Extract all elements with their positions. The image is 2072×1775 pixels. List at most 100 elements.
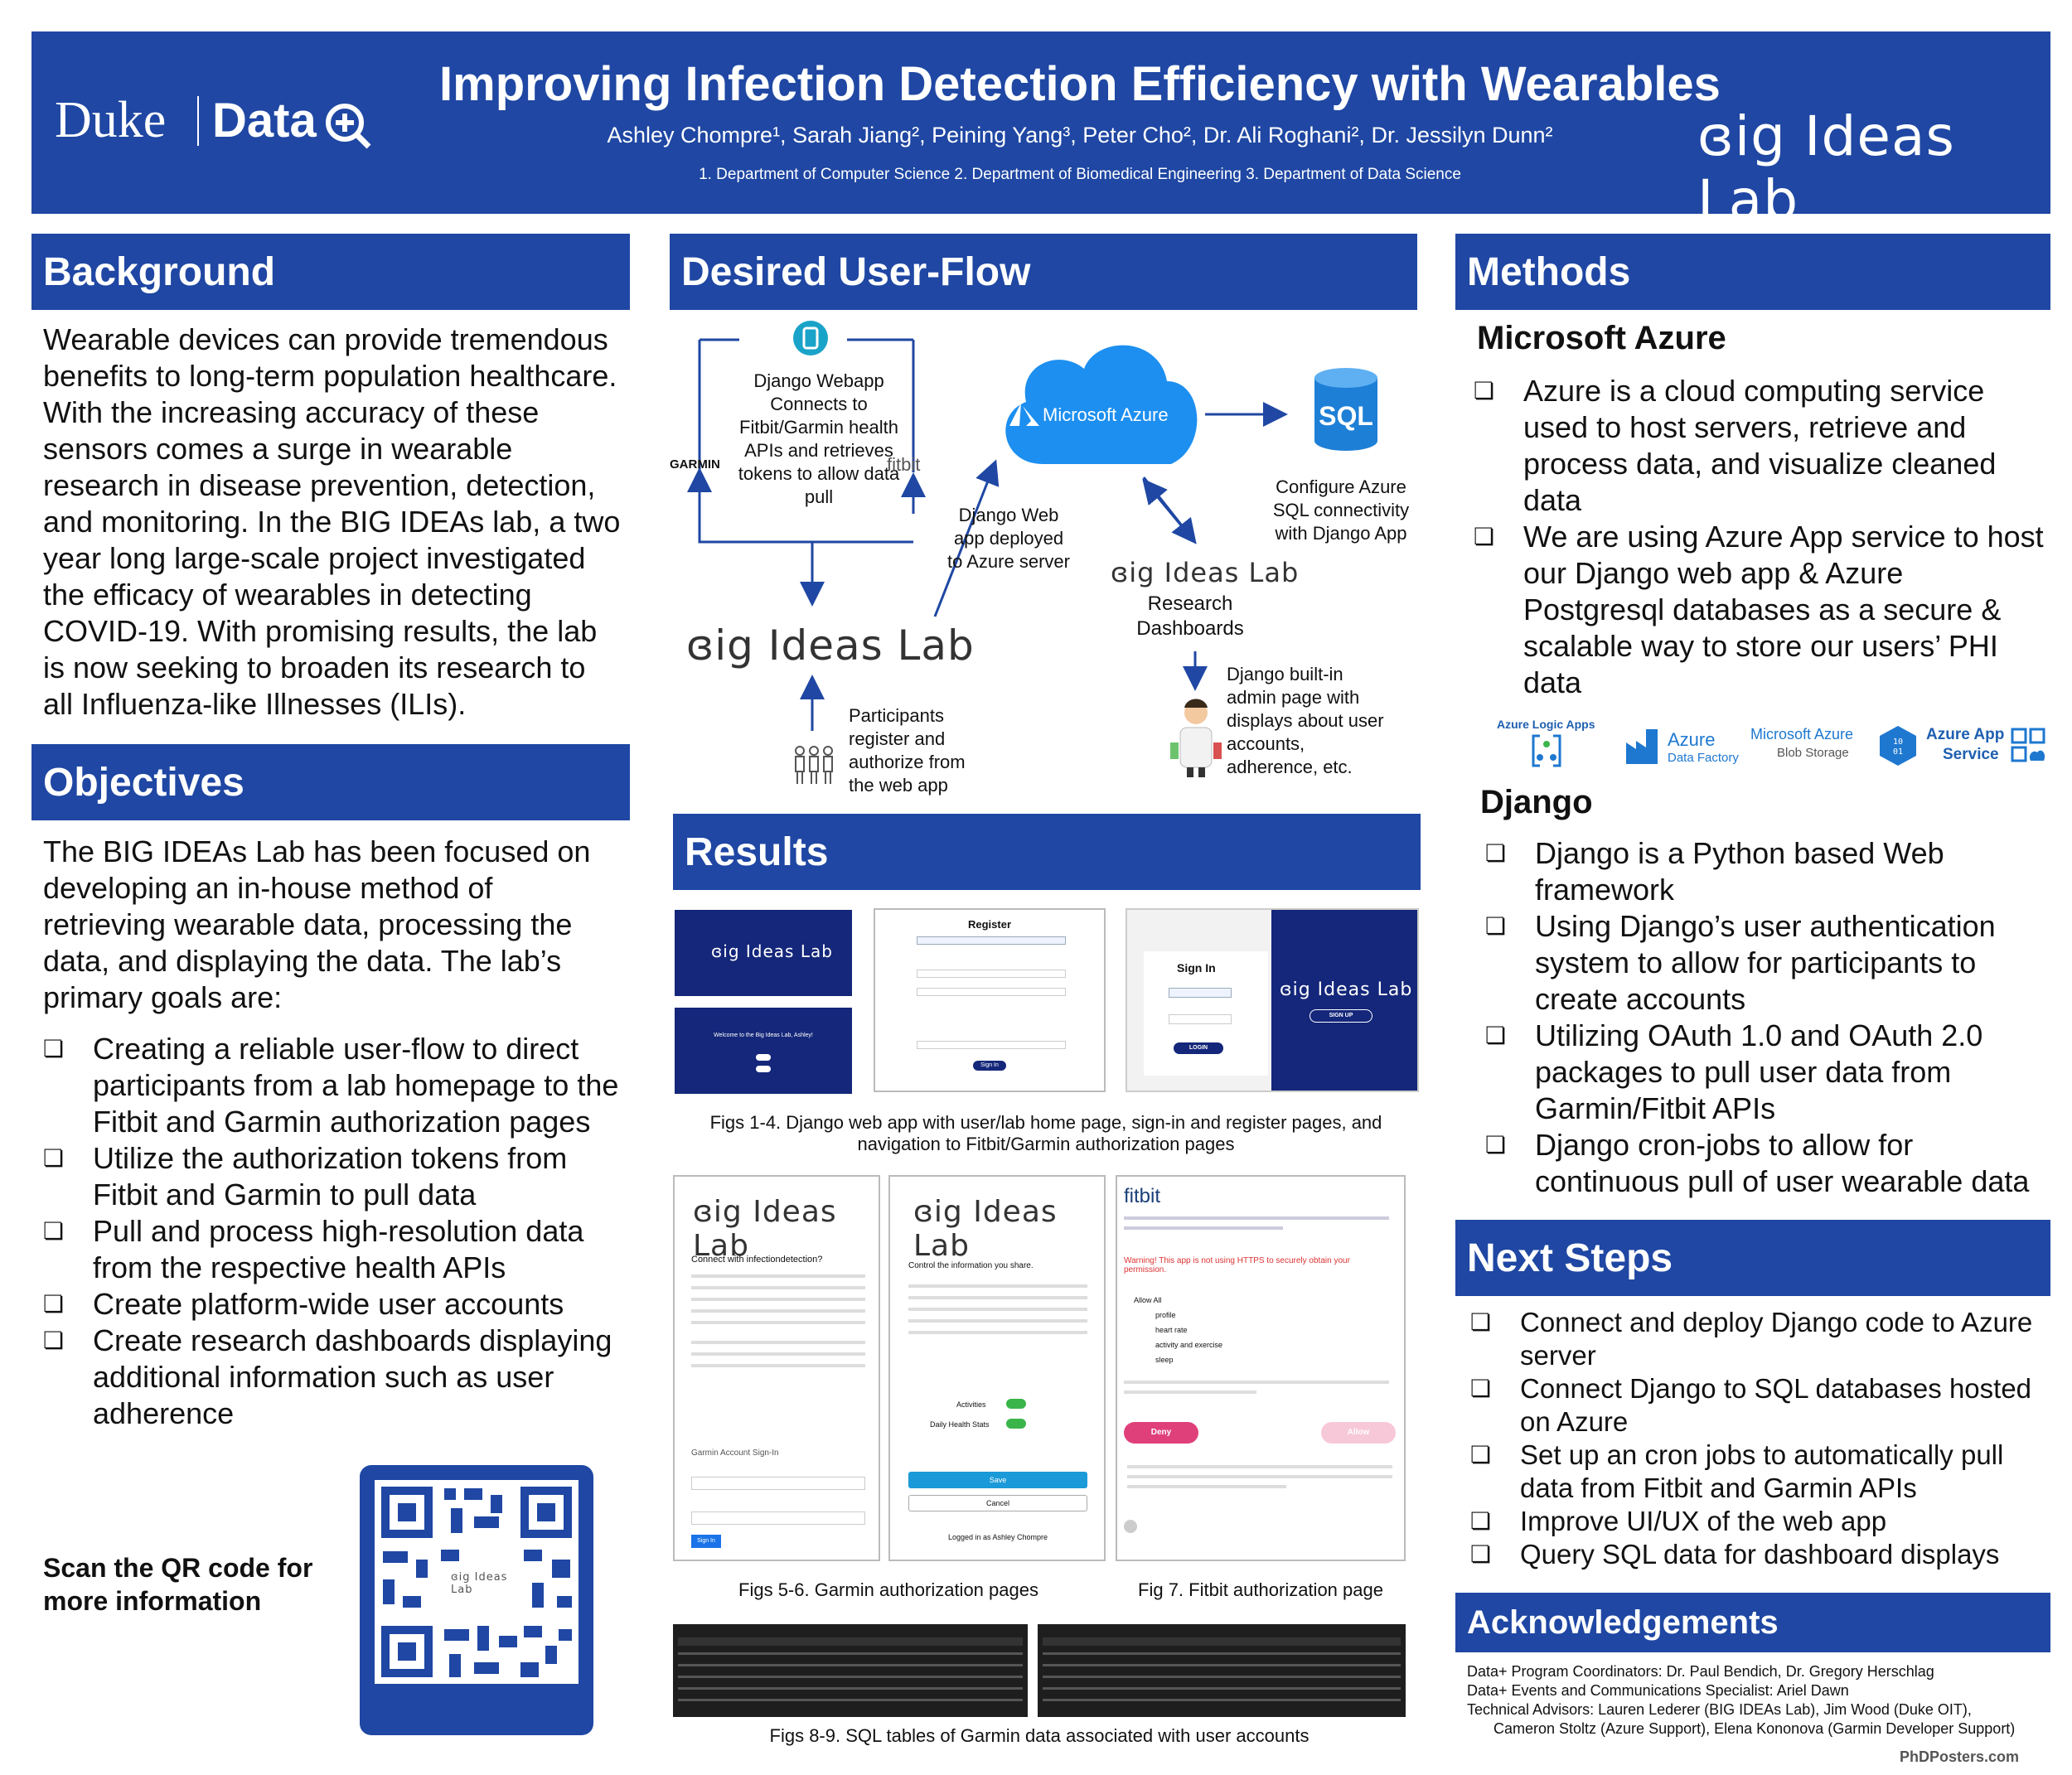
garmin-save-button[interactable]: Save [908, 1472, 1087, 1488]
poster-title: Improving Infection Detection Efficiency… [439, 57, 1721, 111]
logged-in-text: Logged in as Ashley Chompre [947, 1533, 1048, 1541]
next-step-item: Query SQL data for dashboard displays [1470, 1538, 2050, 1571]
signup-button[interactable]: Sign In [973, 1061, 1006, 1071]
fitbit-deny-button[interactable]: Deny [1124, 1422, 1198, 1444]
background-heading: Background [31, 234, 630, 310]
garmin-logo: GARMIN [670, 457, 720, 472]
dashboards-text: Research Dashboards [1136, 592, 1244, 640]
fitbit-logo-text: fitbit [1124, 1185, 1161, 1207]
fitbit-auth-screenshot: fitbit Warning! This app is not using HT… [1116, 1175, 1406, 1561]
qr-lab-label: ɞig Ideas Lab [451, 1571, 508, 1596]
garmin-control-lab-logo: ɞig Ideas Lab [913, 1195, 1058, 1263]
welcome-button[interactable] [756, 1054, 771, 1061]
qr-caption: Scan the QR code for more information [43, 1553, 313, 1616]
data-plus-logo: Data [212, 94, 317, 148]
next-steps-heading: Next Steps [1455, 1220, 2050, 1296]
activities-label: Activities [956, 1400, 986, 1409]
garmin-password-field[interactable] [691, 1511, 865, 1525]
garmin-email-field[interactable] [691, 1477, 865, 1490]
logic-apps-label: Azure Logic Apps [1497, 718, 1595, 731]
phone-icon [793, 321, 828, 355]
objectives-list: Creating a reliable user-flow to direct … [43, 1031, 623, 1432]
garmin-lab-logo: ɞig Ideas Lab [693, 1195, 837, 1263]
signin-title: Sign In [1177, 961, 1216, 975]
username-field[interactable] [917, 936, 1066, 945]
next-step-item: Connect and deploy Django code to Azure … [1470, 1306, 2050, 1372]
caption-fig-7: Fig 7. Fitbit authorization page [1138, 1579, 1383, 1600]
poster-affiliations: 1. Department of Computer Science 2. Dep… [699, 166, 1461, 183]
objectives-heading: Objectives [31, 744, 630, 820]
activities-toggle[interactable] [1006, 1399, 1026, 1409]
register-title: Register [967, 918, 1012, 931]
results-heading: Results [673, 814, 1421, 890]
phdposters-logo: PhDPosters.com [1900, 1748, 2020, 1765]
welcome-button[interactable] [756, 1066, 771, 1072]
azure-cloud-label: Microsoft Azure [1043, 404, 1169, 425]
blob-storage-label: Blob Storage [1777, 746, 1849, 760]
sql-table-2-screenshot [1038, 1624, 1406, 1717]
logic-apps-icon [1532, 734, 1561, 767]
heart-rate-checkbox[interactable]: heart rate [1155, 1326, 1188, 1334]
signin-username-field[interactable] [1169, 988, 1232, 998]
objectives-intro: The BIG IDEAs Lab has been focused on de… [43, 834, 591, 1014]
caption-figs-8-9: Figs 8-9. SQL tables of Garmin data asso… [769, 1725, 1310, 1746]
garmin-control-screenshot: ɞig Ideas Lab Control the information yo… [888, 1175, 1106, 1561]
azure-list: Azure is a cloud computing service used … [1474, 373, 2045, 701]
password-field[interactable] [917, 988, 1066, 996]
ack-line: Data+ Program Coordinators: Dr. Paul Ben… [1467, 1663, 1934, 1680]
app-service-icon [2011, 728, 2045, 762]
garmin-signin-button[interactable]: Sign In [691, 1535, 721, 1548]
signin-password-field[interactable] [1169, 1014, 1232, 1024]
activity-checkbox[interactable]: activity and exercise [1155, 1341, 1223, 1349]
participants-icon [795, 746, 833, 784]
app-service-label-2: Service [1943, 746, 1999, 763]
acknowledgements-heading: Acknowledgements [1455, 1593, 2050, 1652]
user-flow-diagram: Django Webapp Connects to Fitbit/Garmin … [670, 315, 1417, 804]
azure-item: We are using Azure App service to host o… [1474, 519, 2045, 701]
flow-heading: Desired User-Flow [670, 234, 1417, 310]
data-plus-icon [326, 104, 371, 149]
next-step-item: Connect Django to SQL databases hosted o… [1470, 1372, 2050, 1439]
email-field[interactable] [917, 970, 1066, 978]
methods-heading: Methods [1455, 234, 2050, 310]
objective-item: Create research dashboards displaying ad… [43, 1323, 623, 1432]
svg-text:10: 10 [1893, 738, 1903, 747]
allow-all-checkbox[interactable]: Allow All [1134, 1296, 1162, 1304]
home-lab-logo: ɞig Ideas Lab [711, 941, 833, 961]
participants-text: Participants register and authorize from… [849, 705, 966, 796]
caption-figs-1-4: Figs 1-4. Django web app with user/lab h… [709, 1112, 1382, 1154]
signin-page-screenshot: Sign In LOGIN ɞig Ideas Lab SIGN UP [1126, 908, 1419, 1092]
blob-storage-icon: 10 01 [1880, 726, 1916, 766]
data-factory-icon [1626, 729, 1658, 764]
scientist-icon [1170, 699, 1222, 777]
sleep-checkbox[interactable]: sleep [1155, 1356, 1174, 1364]
login-button[interactable]: LOGIN [1174, 1042, 1223, 1054]
django-item: Django is a Python based Web framework [1485, 835, 2050, 908]
fitbit-allow-button[interactable]: Allow [1321, 1422, 1396, 1444]
objective-item: Utilize the authorization tokens from Fi… [43, 1140, 623, 1213]
azure-service-logos: Azure Logic Apps Azure Data Factory Micr… [1497, 716, 2045, 782]
daily-health-toggle[interactable] [1006, 1419, 1026, 1429]
webapp-text: Django Webapp Connects to Fitbit/Garmin … [738, 370, 900, 507]
qr-code-card[interactable]: ɞig Ideas Lab [360, 1465, 593, 1735]
django-item: Using Django’s user authentication syste… [1485, 908, 2050, 1018]
garmin-cancel-button[interactable]: Cancel [908, 1495, 1087, 1511]
objective-item: Create platform-wide user accounts [43, 1286, 623, 1323]
django-list: Django is a Python based Web framework U… [1485, 835, 2050, 1200]
profile-checkbox[interactable]: profile [1155, 1311, 1176, 1319]
django-subheading: Django [1480, 784, 1593, 820]
home-page-screenshot: ɞig Ideas Lab [675, 910, 852, 996]
sql-table-1-screenshot [673, 1624, 1028, 1717]
signup-link-button[interactable]: SIGN UP [1310, 1009, 1372, 1023]
fitbit-warning: Warning! This app is not using HTTPS to … [1124, 1256, 1350, 1274]
welcome-text: Welcome to the Big Ideas Lab, Ashley! [714, 1033, 813, 1038]
objective-item: Pull and process high-resolution data fr… [43, 1213, 623, 1286]
flow-lab-logo: ɞig Ideas Lab [686, 621, 975, 670]
azure-item: Azure is a cloud computing service used … [1474, 373, 2045, 519]
microsoft-azure-label: Microsoft Azure [1750, 726, 1854, 742]
poster-header: Duke Data Improving Infection Detection … [31, 31, 2050, 232]
poster-authors: Ashley Chompre¹, Sarah Jiang², Peining Y… [607, 123, 1553, 148]
garmin-connect-title: Connect with infectiondetection? [691, 1255, 823, 1265]
objective-item: Creating a reliable user-flow to direct … [43, 1031, 623, 1140]
password-confirm-field[interactable] [917, 1041, 1066, 1049]
